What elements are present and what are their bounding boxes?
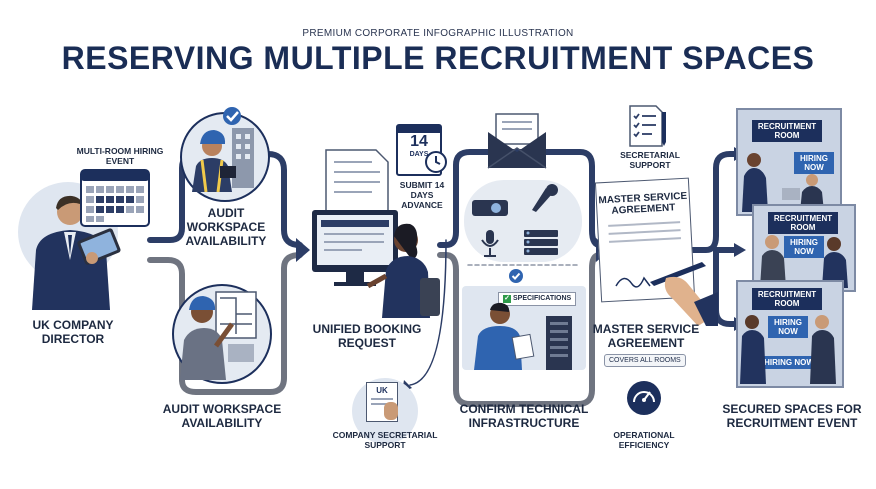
- uk-document-text: UK: [376, 386, 388, 395]
- envelope-icon: [487, 113, 547, 169]
- flow-line-mid-bottom: [437, 252, 603, 407]
- audit-top-worker: [192, 107, 254, 193]
- room-2-sign: RECRUITMENT ROOM: [768, 212, 838, 234]
- equipment-backdrop: [464, 180, 582, 262]
- room-panel-1: RECRUITMENT ROOM HIRING NOW: [736, 108, 842, 216]
- calendar-caption: MULTI-ROOM HIRING EVENT: [76, 146, 164, 166]
- equipment-icons: [472, 184, 558, 257]
- director-figure: [32, 195, 121, 310]
- specifications-card: ✓SPECIFICATIONS: [498, 292, 577, 306]
- master-label: MASTER SERVICE AGREEMENT: [592, 322, 700, 350]
- room-2-people: [760, 235, 848, 288]
- submit-calendar-days-label: DAYS: [409, 151, 429, 158]
- microphone-icon: [532, 188, 552, 212]
- submit-calendar-icon: 14 DAYS: [396, 124, 442, 176]
- projector-icon: [472, 200, 508, 216]
- covers-all-rooms-badge: COVERS ALL ROOMS: [604, 354, 686, 367]
- efficiency-label: OPERATIONAL EFFICIENCY: [613, 430, 675, 450]
- arrowhead-booking: [296, 238, 310, 262]
- booking-label: UNIFIED BOOKING REQUEST: [312, 322, 422, 350]
- check-circle-icon: [509, 269, 523, 283]
- room-3-hiring-sign: HIRING NOW: [768, 316, 808, 338]
- submit-label: SUBMIT 14 DAYS ADVANCE: [399, 180, 445, 210]
- kicker-text: PREMIUM CORPORATE INFOGRAPHIC ILLUSTRATI…: [302, 28, 574, 39]
- room-panel-2: RECRUITMENT ROOM HIRING NOW: [752, 204, 856, 292]
- room-1-people: [742, 153, 824, 212]
- secured-label: SECURED SPACES FOR RECRUITMENT EVENT: [722, 402, 862, 430]
- audit-bottom-worker: [180, 291, 257, 380]
- page-title: RESERVING MULTIPLE RECRUITMENT SPACES: [61, 40, 815, 76]
- flow-line-mid-top: [437, 149, 603, 248]
- secretarial-label: COMPANY SECRETARIAL SUPPORT: [332, 430, 438, 450]
- checklist-icon: [629, 105, 666, 147]
- signing-hand: [615, 262, 718, 326]
- desk-mic-icon: [486, 230, 494, 244]
- room-3-people: [740, 315, 836, 384]
- tech-label: CONFIRM TECHNICAL INFRASTRUCTURE: [459, 402, 589, 430]
- director-label: UK COMPANY DIRECTOR: [32, 318, 114, 346]
- agreement-doc-title: MASTER SERVICE AGREEMENT: [598, 190, 688, 217]
- submit-calendar-day: 14: [410, 133, 428, 150]
- clock-icon: [425, 151, 447, 173]
- secretarial-support-label: SECRETARIAL SUPPORT: [620, 150, 680, 170]
- arrowhead-room-2: [734, 243, 746, 257]
- room-2-hiring-sign: HIRING NOW: [784, 236, 824, 258]
- flow-line-bottom: [147, 252, 303, 395]
- tech-worker: [474, 302, 572, 370]
- flow-line-thin-secretarial: [409, 239, 447, 386]
- room-1-hiring-sign: HIRING NOW: [794, 152, 834, 174]
- room-panel-3: RECRUITMENT ROOM HIRING NOW HIRING NOW: [736, 280, 844, 388]
- specifications-check-icon: ✓: [503, 295, 511, 303]
- room-3-hiring-sign-banner: HIRING NOW: [754, 356, 824, 369]
- booking-illustration: [312, 149, 440, 318]
- calendar-icon: [80, 169, 150, 227]
- secretarial-hand: [384, 402, 398, 420]
- server-icon: [524, 230, 558, 255]
- gauge-icon: [627, 381, 661, 415]
- room-3-sign: RECRUITMENT ROOM: [752, 288, 822, 310]
- room-1-sign: RECRUITMENT ROOM: [752, 120, 822, 142]
- audit-bottom-label: AUDIT WORKSPACE AVAILABILITY: [162, 402, 282, 430]
- audit-top-label: AUDIT WORKSPACE AVAILABILITY: [185, 206, 267, 248]
- specifications-label: SPECIFICATIONS: [513, 295, 572, 302]
